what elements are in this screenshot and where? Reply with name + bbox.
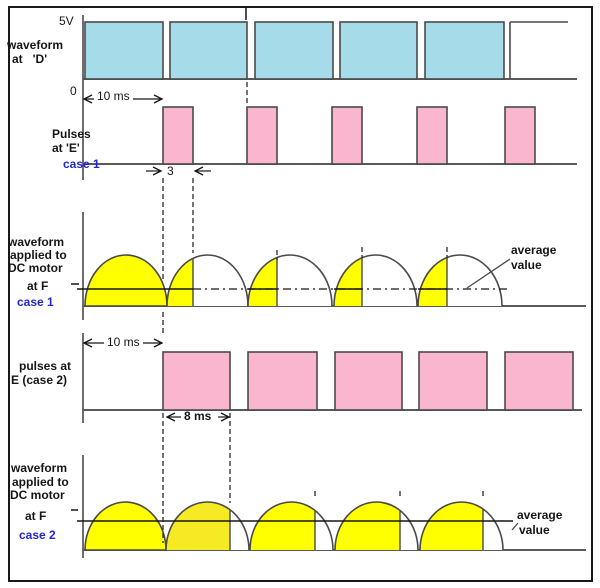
- row3-title-line1: waveform: [8, 235, 65, 249]
- row5-title-line2: applied to: [12, 475, 69, 489]
- pulse: [334, 351, 403, 411]
- pulse: [162, 351, 231, 411]
- hump: [84, 501, 167, 551]
- row2-pulses-case1: [162, 106, 536, 165]
- row4-width-label: 8 ms: [184, 409, 212, 423]
- row3-avg-label-1: average: [511, 243, 557, 257]
- pulse: [418, 351, 488, 411]
- row4-title-line1: pulses at: [19, 359, 72, 373]
- label-zero: 0: [70, 84, 77, 98]
- row1-title-line1: waveform: [7, 38, 64, 52]
- row4-period-label: 10 ms: [104, 336, 143, 349]
- row4-title-line2: E (case 2): [11, 373, 68, 387]
- row5-case-label: case 2: [19, 528, 56, 542]
- square-pulse: [169, 21, 248, 80]
- row5-avg-label-1: average: [517, 508, 563, 522]
- label-5v: 5V: [59, 14, 74, 28]
- hump: [333, 254, 418, 307]
- row4-pulses-case2: [162, 351, 574, 411]
- row5-title-line4: at F: [25, 509, 47, 523]
- pulse: [331, 106, 363, 165]
- hump-conducting-area: [248, 257, 277, 306]
- row3-title-line4: at F: [27, 279, 49, 293]
- row3-motor-waveform-case1: [84, 254, 503, 307]
- row2-title-line2: at 'E': [52, 141, 80, 155]
- row3-title-line3: DC motor: [8, 261, 63, 275]
- hump: [334, 501, 419, 551]
- pulse: [504, 351, 574, 411]
- row1-title-line2: at 'D': [12, 52, 48, 66]
- hump: [84, 254, 168, 307]
- hump-conducting-area: [250, 502, 315, 550]
- row3-title-line2: applied to: [10, 248, 67, 262]
- row3-average-line: [71, 258, 511, 290]
- row5-motor-waveform-case2: [84, 501, 504, 551]
- pulse: [162, 106, 194, 165]
- hump-conducting-area: [166, 502, 230, 550]
- row5-average-line: [71, 509, 519, 531]
- row2-title-line1: Pulses: [52, 127, 91, 141]
- hump: [247, 254, 333, 307]
- hump: [249, 501, 334, 551]
- pulse: [416, 106, 448, 165]
- row2-period-label: 10 ms: [94, 90, 133, 103]
- square-pulse: [339, 21, 418, 80]
- hump-conducting-area: [335, 502, 400, 550]
- pulse: [504, 106, 536, 165]
- row5-avg-label-2: value: [519, 523, 550, 537]
- square-pulse: [424, 21, 505, 80]
- row5-title-line1: waveform: [11, 461, 68, 475]
- square-pulse: [84, 21, 164, 80]
- row3-avg-label-2: value: [511, 258, 542, 272]
- hump-conducting-area: [334, 257, 362, 306]
- hump-conducting-area: [167, 258, 193, 306]
- pulse: [246, 106, 278, 165]
- hump-conducting-area: [418, 257, 447, 306]
- row1-square-wave: [84, 21, 568, 80]
- square-pulse: [254, 21, 334, 80]
- hump: [166, 254, 249, 307]
- hump: [419, 501, 504, 551]
- hump: [417, 254, 503, 307]
- row2-width-label: 3: [167, 164, 174, 178]
- figure-border: [8, 6, 593, 582]
- row5-title-line3: DC motor: [10, 488, 65, 502]
- row3-case-label: case 1: [17, 295, 54, 309]
- pulse: [247, 351, 318, 411]
- projection-dashes: [162, 7, 484, 543]
- hump: [165, 501, 250, 551]
- hump-conducting-area: [420, 502, 483, 550]
- row2-case-label: case 1: [63, 157, 100, 171]
